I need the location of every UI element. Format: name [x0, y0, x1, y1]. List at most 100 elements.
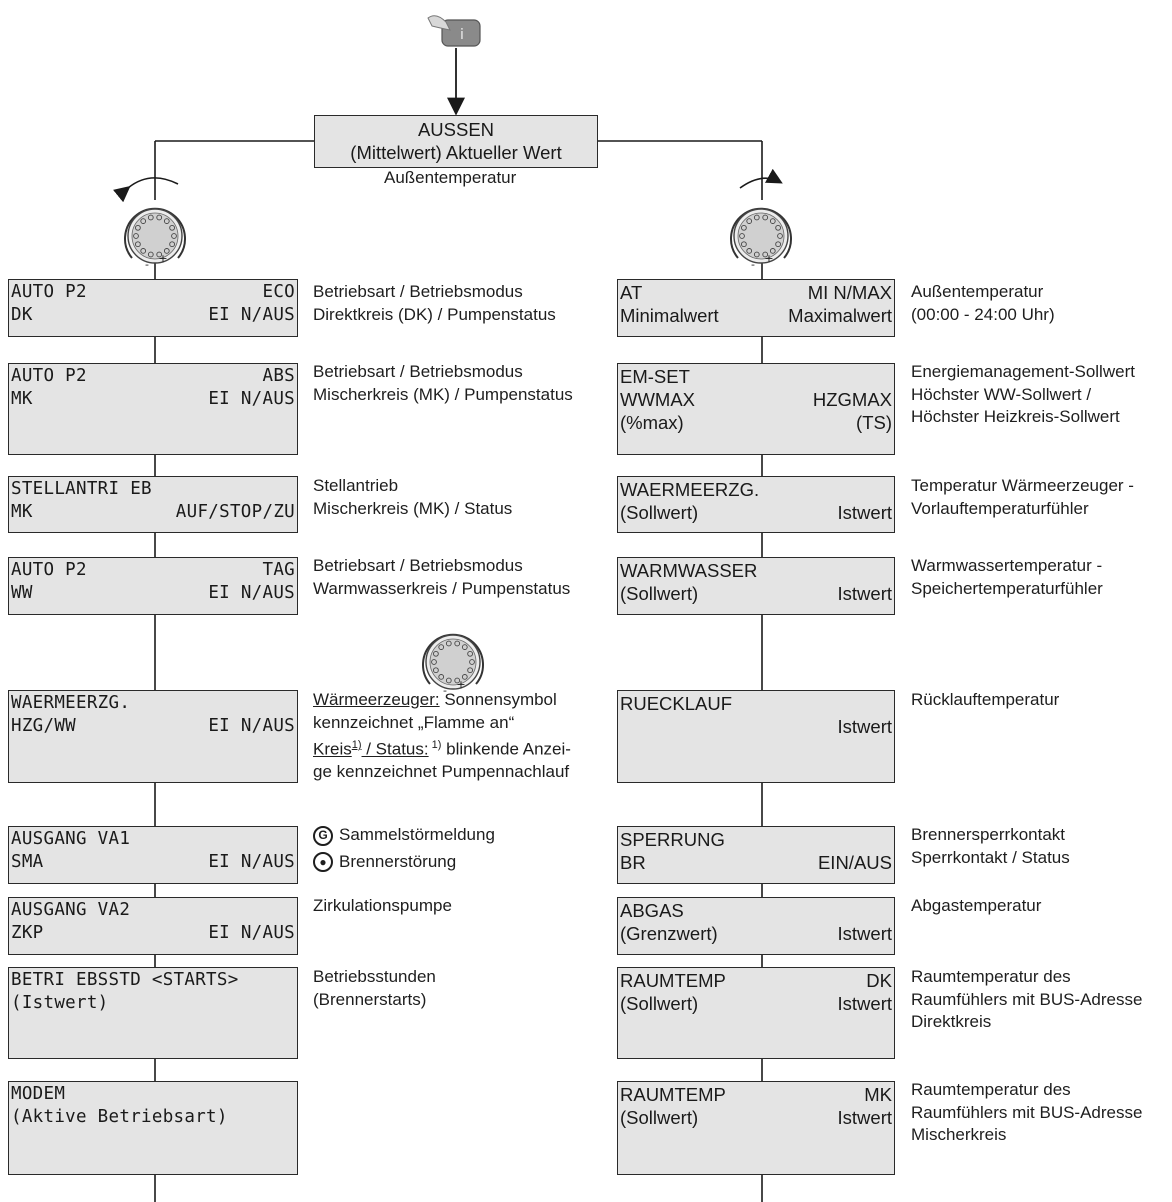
display-text-left: MODEM [11, 1084, 66, 1104]
description-text: Abgastemperatur [911, 895, 1041, 918]
display-row-1: STELLANTRI EB [11, 478, 295, 501]
display-text-right: ECO [262, 282, 295, 302]
rotary-knob-middle-icon[interactable]: - + [408, 622, 498, 712]
display-box-left-8[interactable]: BETRI EBSSTD <STARTS>(Istwert) [8, 967, 298, 1059]
display-box-right-5[interactable]: RUECKLAUF Istwert [617, 690, 895, 783]
display-text-right: TAG [262, 560, 295, 580]
display-row-2: (Sollwert)Istwert [620, 501, 892, 524]
aussen-box: AUSSEN (Mittelwert) Aktueller Wert [314, 115, 598, 168]
display-text-left: ABGAS [620, 900, 684, 921]
display-row-1: AUSGANG VA1 [11, 828, 295, 851]
display-row-2: (Sollwert)Istwert [620, 1106, 892, 1129]
legend-label: Brennerstörung [339, 851, 457, 871]
description-line: Mischerkreis (MK) / Status [313, 498, 513, 518]
description-text: Zirkulationspumpe [313, 895, 452, 918]
display-row-2: Istwert [620, 715, 892, 738]
description-line: Rücklauftemperatur [911, 690, 1060, 709]
description-line: Warmwasserkreis / Pumpenstatus [313, 578, 571, 598]
svg-text:+: + [764, 252, 773, 265]
display-text-left: RUECKLAUF [620, 693, 733, 714]
display-text-right: Istwert [837, 716, 892, 737]
display-row-1: WAERMEERZG. [11, 692, 295, 715]
display-text-right: HZGMAX [812, 389, 892, 410]
rotate-left-arrow [113, 177, 179, 203]
display-text-left: AT [620, 282, 643, 303]
display-row-1: AUSGANG VA2 [11, 899, 295, 922]
display-row-2: (Sollwert)Istwert [620, 582, 892, 605]
svg-text:-: - [751, 258, 755, 271]
description-line: Brennersperrkontakt [911, 825, 1066, 844]
rotary-knob-left-icon[interactable]: - + [110, 196, 200, 286]
description-line: Betriebsart / Betriebsmodus [313, 282, 523, 301]
display-text-right: EI N/AUS [208, 923, 295, 943]
description-line: Raumtemperatur des [911, 967, 1071, 986]
description-line: Stellantrieb [313, 476, 399, 495]
display-text-left: DK [11, 305, 33, 325]
description-line: Speichertemperaturfühler [911, 578, 1103, 598]
display-text-left: ZKP [11, 923, 44, 943]
display-text-left: STELLANTRI EB [11, 479, 152, 499]
display-box-right-3[interactable]: WAERMEERZG.(Sollwert)Istwert [617, 476, 895, 533]
display-text-left: (%max) [620, 412, 684, 433]
display-text-right: ABS [262, 366, 295, 386]
description-text: Rücklauftemperatur [911, 689, 1059, 712]
display-box-left-9[interactable]: MODEM(Aktive Betriebsart) [8, 1081, 298, 1175]
display-text-left: EM-SET [620, 366, 690, 387]
display-text-left: MK [11, 502, 33, 522]
description-line: kennzeichnet „Flamme an“ [313, 712, 515, 732]
description-line: Raumfühlers mit BUS-Adresse [911, 989, 1143, 1009]
description-line: Energiemanagement-Sollwert [911, 362, 1135, 381]
description-line: Abgastemperatur [911, 896, 1042, 915]
display-text-left: AUTO P2 [11, 560, 87, 580]
description-line: Warmwassertemperatur - [911, 556, 1103, 575]
description-text: Warmwassertemperatur - Speichertemperatur… [911, 555, 1103, 600]
description-line: Wärmeerzeuger: Sonnensymbol [313, 690, 557, 709]
description-line: Raumfühlers mit BUS-Adresse [911, 1102, 1143, 1122]
legend-item: ●Brennerstörung [313, 851, 495, 874]
display-text-left: BR [620, 852, 646, 873]
display-box-right-4[interactable]: WARMWASSER(Sollwert)Istwert [617, 557, 895, 615]
info-key-icon[interactable]: i [424, 8, 484, 50]
display-text-left: AUSGANG VA1 [11, 829, 131, 849]
display-text-left: BETRI EBSSTD <STARTS> [11, 970, 239, 990]
display-text-left: (Sollwert) [620, 1107, 699, 1128]
display-text-right: EI N/AUS [208, 852, 295, 872]
display-text-left: RAUMTEMP [620, 970, 726, 991]
description-text: Betriebsstunden(Brennerstarts) [313, 966, 436, 1011]
display-box-right-7[interactable]: ABGAS(Grenzwert)Istwert [617, 897, 895, 955]
description-line: Betriebsart / Betriebsmodus [313, 556, 523, 575]
g-circle-icon: G [313, 825, 333, 846]
display-text-right: Istwert [837, 993, 892, 1014]
display-text-right: EI N/AUS [208, 583, 295, 603]
display-text-left: WAERMEERZG. [620, 479, 760, 500]
display-text-left: WAERMEERZG. [11, 693, 131, 713]
aussen-title: AUSSEN [417, 119, 495, 140]
description-line: Betriebsart / Betriebsmodus [313, 362, 523, 381]
svg-text:-: - [443, 684, 447, 697]
rotary-knob-right-icon[interactable]: - + [716, 196, 806, 286]
description-line: (Brennerstarts) [313, 989, 427, 1009]
description-text: Temperatur Wärmeerzeuger -Vorlauftempera… [911, 475, 1134, 520]
